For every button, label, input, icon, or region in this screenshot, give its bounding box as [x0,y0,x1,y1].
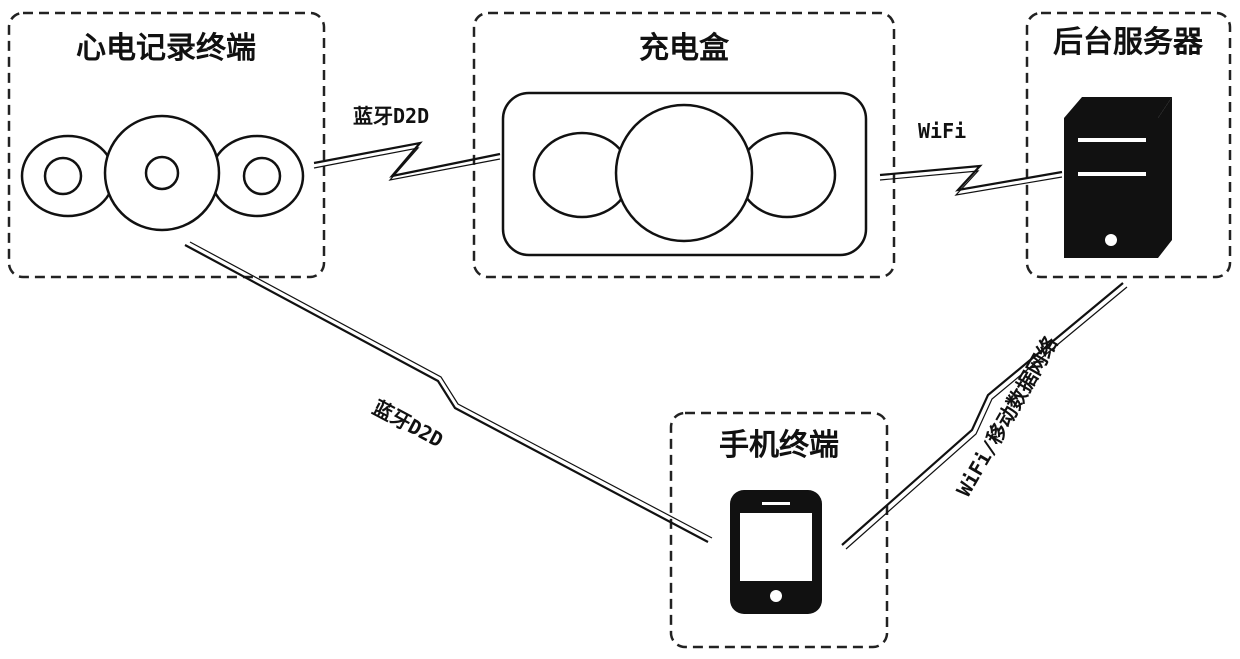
node-charging-box: 充电盒 [474,13,894,277]
node-ecg-terminal: 心电记录终端 [9,13,324,277]
link-phone-to-server: WiFi/移动数据网络 [842,283,1127,549]
ecg-to-phone-label: 蓝牙D2D [369,395,447,452]
link-ecg-to-box: 蓝牙D2D [314,104,500,180]
ecg-terminal-title: 心电记录终端 [76,31,256,66]
ecg-recorder-icon [22,116,303,230]
charging-box-title: 充电盒 [639,31,730,66]
charging-case-icon [503,93,866,255]
smartphone-icon [730,490,822,614]
phone-to-server-label: WiFi/移动数据网络 [952,332,1063,500]
node-backend-server: 后台服务器 [1027,13,1230,277]
backend-server-title: 后台服务器 [1053,25,1204,60]
bluetooth-link-line [185,245,708,542]
mobile-terminal-title: 手机终端 [719,428,839,463]
link-box-to-server: WiFi [880,119,1062,195]
mobile-data-link-line [842,283,1123,545]
server-tower-icon [1064,97,1172,258]
ecg-to-box-label: 蓝牙D2D [353,104,429,128]
link-ecg-to-phone: 蓝牙D2D [185,242,712,542]
box-to-server-label: WiFi [918,119,966,143]
bluetooth-link-line [314,143,500,176]
node-mobile-terminal: 手机终端 [671,413,887,647]
